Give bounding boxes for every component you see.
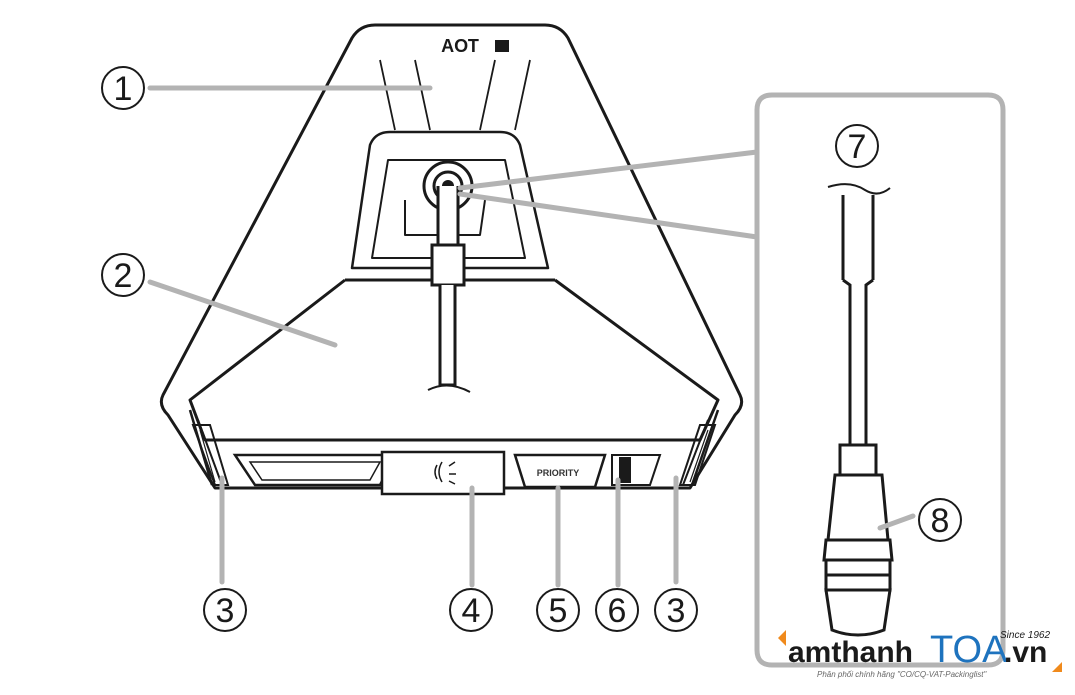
callout-4: 4	[449, 588, 493, 632]
callout-2: 2	[101, 253, 145, 297]
talk-button[interactable]	[380, 450, 506, 496]
callout-3-right: 3	[654, 588, 698, 632]
callout-6: 6	[595, 588, 639, 632]
leader-2	[147, 279, 338, 348]
callout-3-left: 3	[203, 588, 247, 632]
watermark-logo: amthanh TOA .vn Since 1962 Phân phối chí…	[778, 629, 1062, 679]
mic-stem	[427, 186, 471, 393]
callout-8: 8	[918, 498, 962, 542]
priority-button[interactable]: PRIORITY	[513, 453, 607, 489]
leader-7b	[457, 191, 760, 240]
status-indicator	[611, 454, 662, 486]
callout-1: 1	[101, 66, 145, 110]
svg-text:5: 5	[549, 592, 568, 630]
svg-text:1: 1	[114, 70, 133, 108]
watermark-tagline: Phân phối chính hãng "CO/CQ-VAT-Packingl…	[817, 670, 987, 679]
leader-lines	[147, 85, 916, 588]
inset-frame	[754, 92, 1006, 668]
svg-text:2: 2	[114, 257, 133, 295]
talk-icon	[434, 461, 456, 485]
svg-text:8: 8	[931, 502, 950, 540]
accent-mark-right	[1052, 662, 1062, 672]
svg-text:3: 3	[216, 592, 235, 630]
speaker-grille-left	[191, 424, 230, 486]
svg-text:4: 4	[462, 592, 481, 630]
svg-text:3: 3	[667, 592, 686, 630]
speaker-grille-right	[678, 424, 717, 486]
leader-7a	[457, 149, 760, 191]
watermark-prefix: amthanh	[788, 636, 913, 669]
front-strip	[232, 453, 398, 487]
toa-logo-text: TOA	[441, 36, 479, 56]
callout-5: 5	[536, 588, 580, 632]
priority-label: PRIORITY	[537, 468, 580, 478]
watermark-brand: TOA	[930, 629, 1008, 671]
leader-8	[877, 513, 916, 531]
console-body	[159, 23, 744, 490]
svg-text:6: 6	[608, 592, 627, 630]
svg-text:7: 7	[848, 128, 867, 166]
toa-logo: TOA	[441, 36, 509, 56]
watermark-suffix: .vn	[1004, 636, 1047, 669]
accent-mark-left	[778, 630, 786, 646]
watermark-since: Since 1962	[1000, 630, 1050, 641]
top-panel-lines	[379, 59, 531, 131]
gooseneck-mic	[822, 183, 894, 637]
callout-7: 7	[835, 124, 879, 168]
